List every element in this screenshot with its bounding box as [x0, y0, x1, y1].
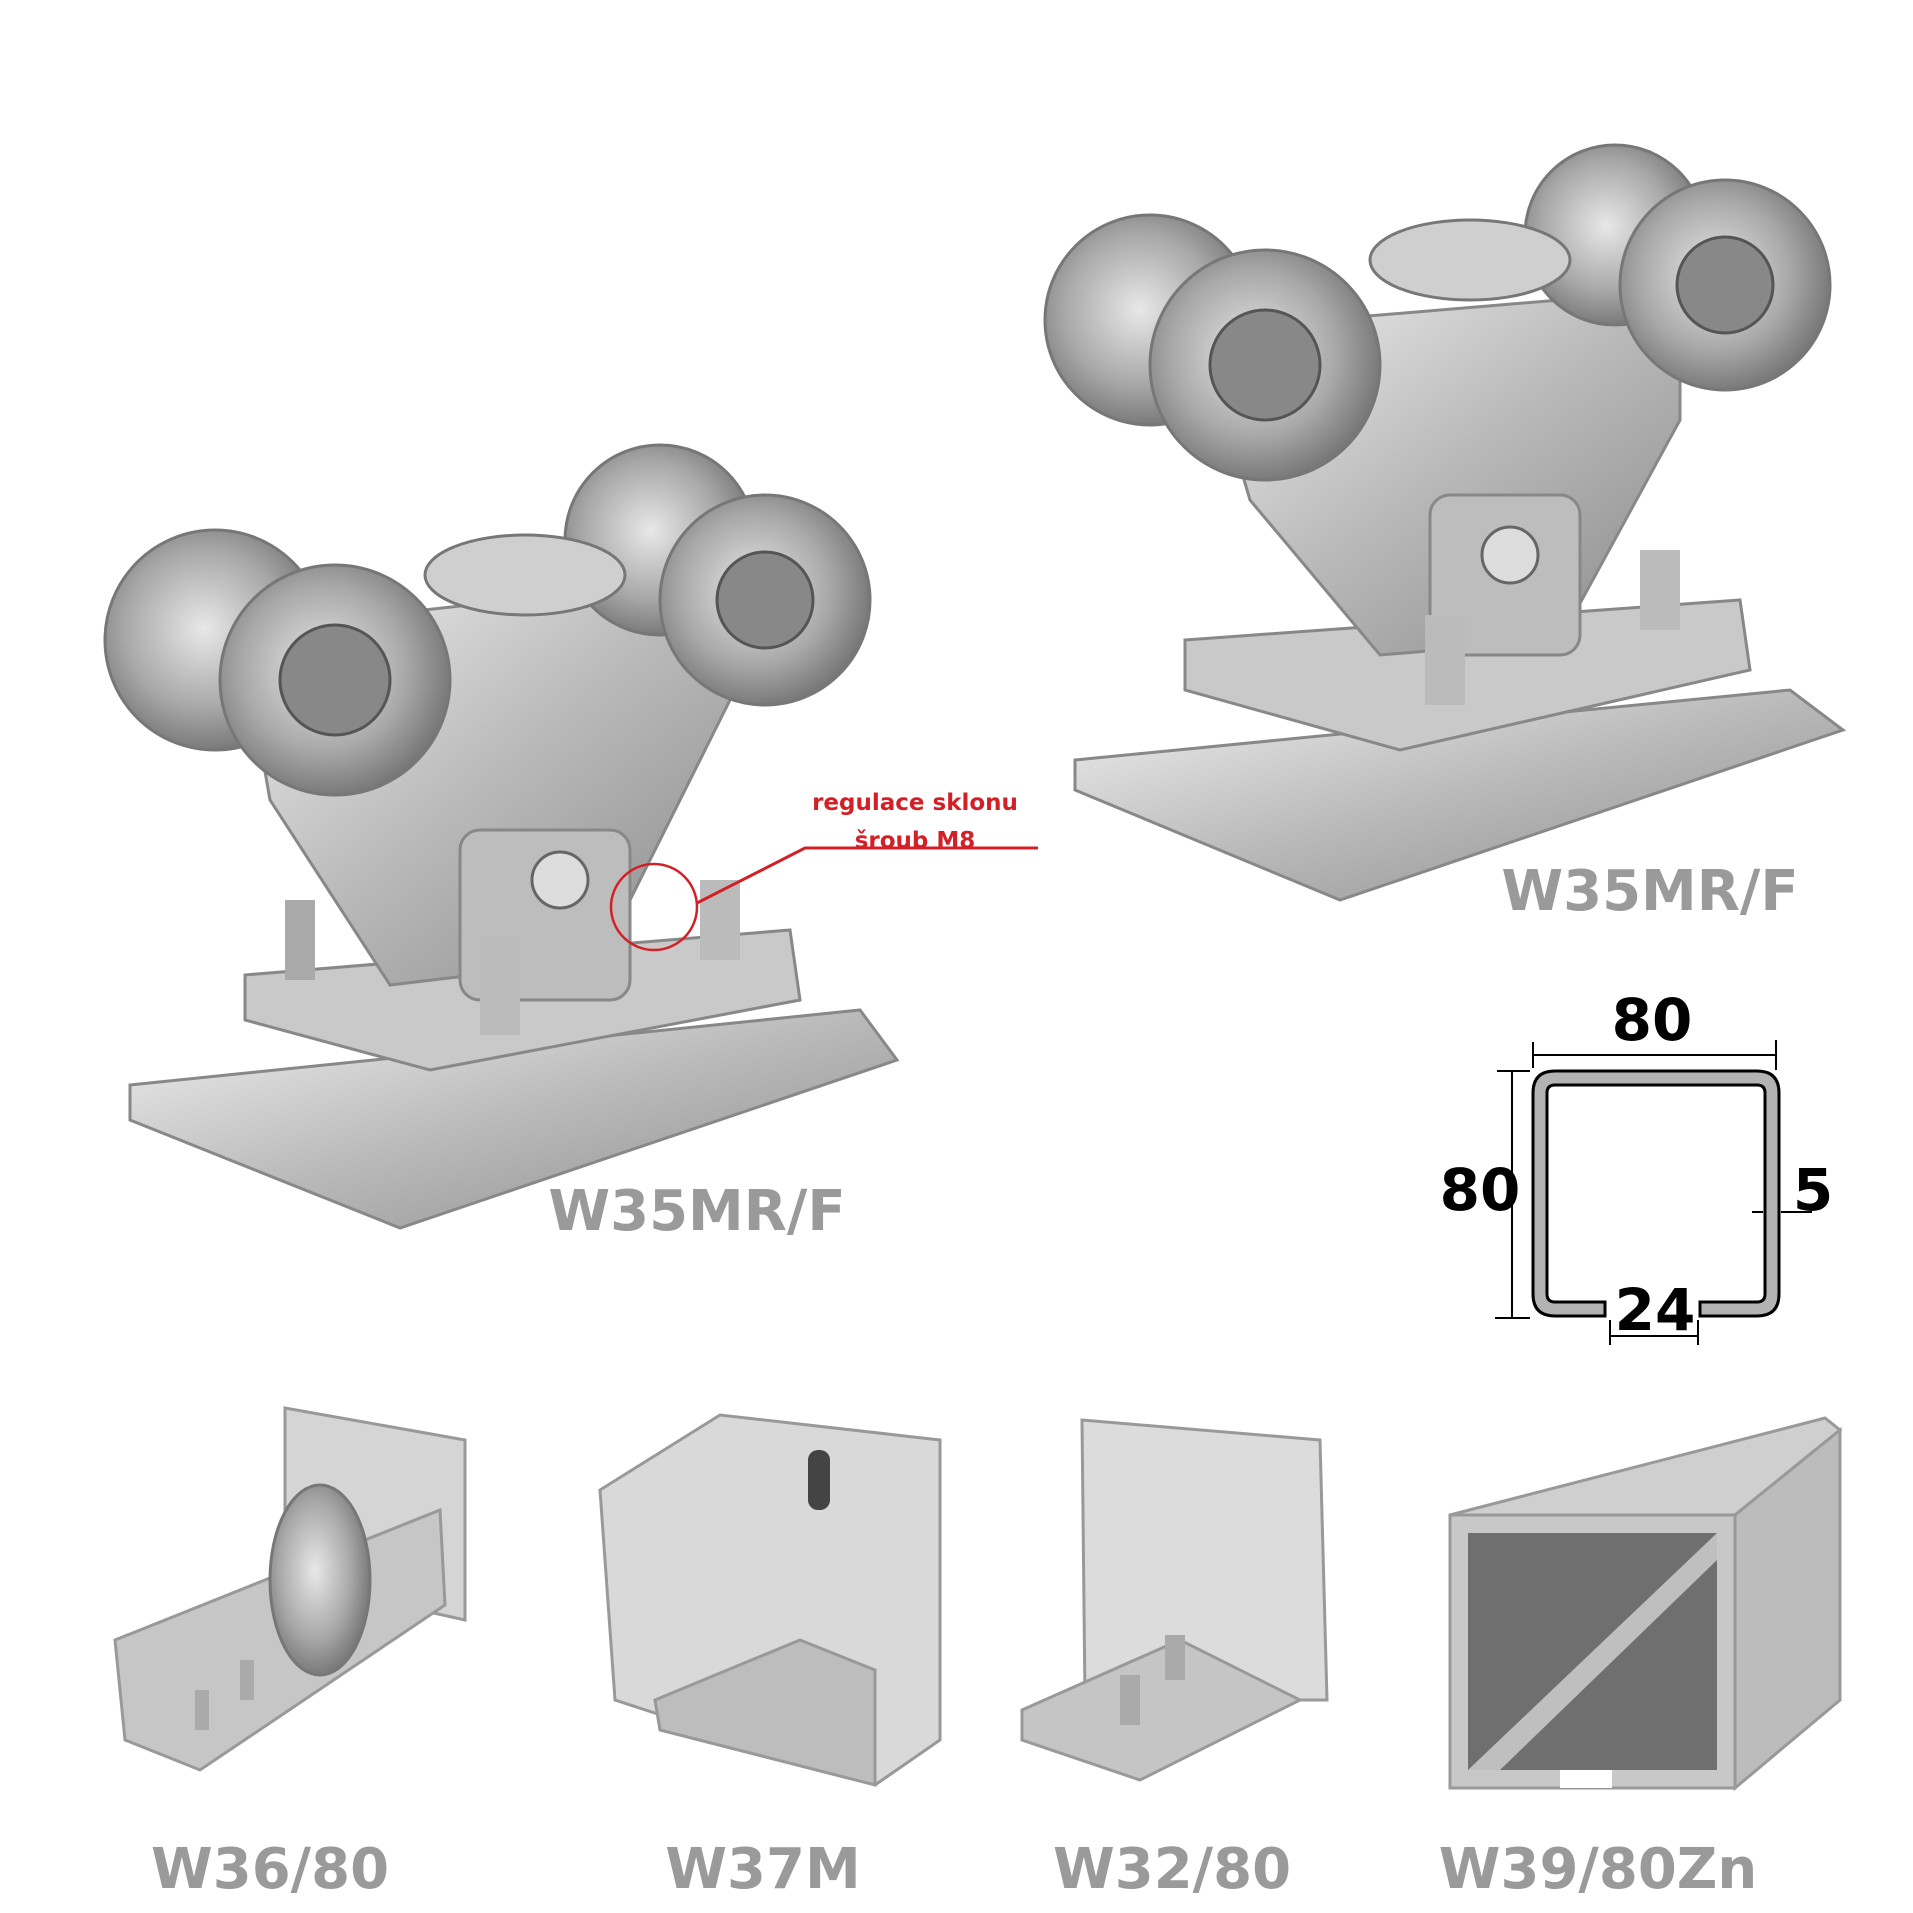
profile-section-drawing [1495, 1040, 1812, 1345]
annotation-line2: šroub M8 [855, 828, 976, 854]
end-roller-label: W36/80 [151, 1837, 389, 1902]
end-cap-label: W37M [665, 1837, 860, 1902]
annotation-leader-line [696, 846, 1038, 905]
annotation-line1: regulace sklonu [812, 790, 1018, 816]
end-cap-image [598, 1413, 942, 1787]
trolley-back-label: W35MR/F [1501, 859, 1798, 924]
stopper-label: W32/80 [1053, 1837, 1291, 1902]
profile-width-dimension: 80 [1612, 986, 1693, 1054]
trolley-front-image [103, 443, 900, 1230]
profile-thickness-dimension: 5 [1793, 1156, 1833, 1224]
trolley-front-label: W35MR/F [548, 1179, 845, 1244]
profile-height-dimension: 80 [1440, 1156, 1521, 1224]
annotation-circle [609, 862, 699, 952]
trolley-back-image [1043, 143, 1847, 902]
end-roller-image [113, 1406, 467, 1772]
profile-rail-image [1448, 1416, 1843, 1792]
profile-opening-dimension: 24 [1615, 1276, 1696, 1344]
profile-rail-label: W39/80Zn [1439, 1837, 1758, 1902]
stopper-image [1020, 1418, 1329, 1782]
